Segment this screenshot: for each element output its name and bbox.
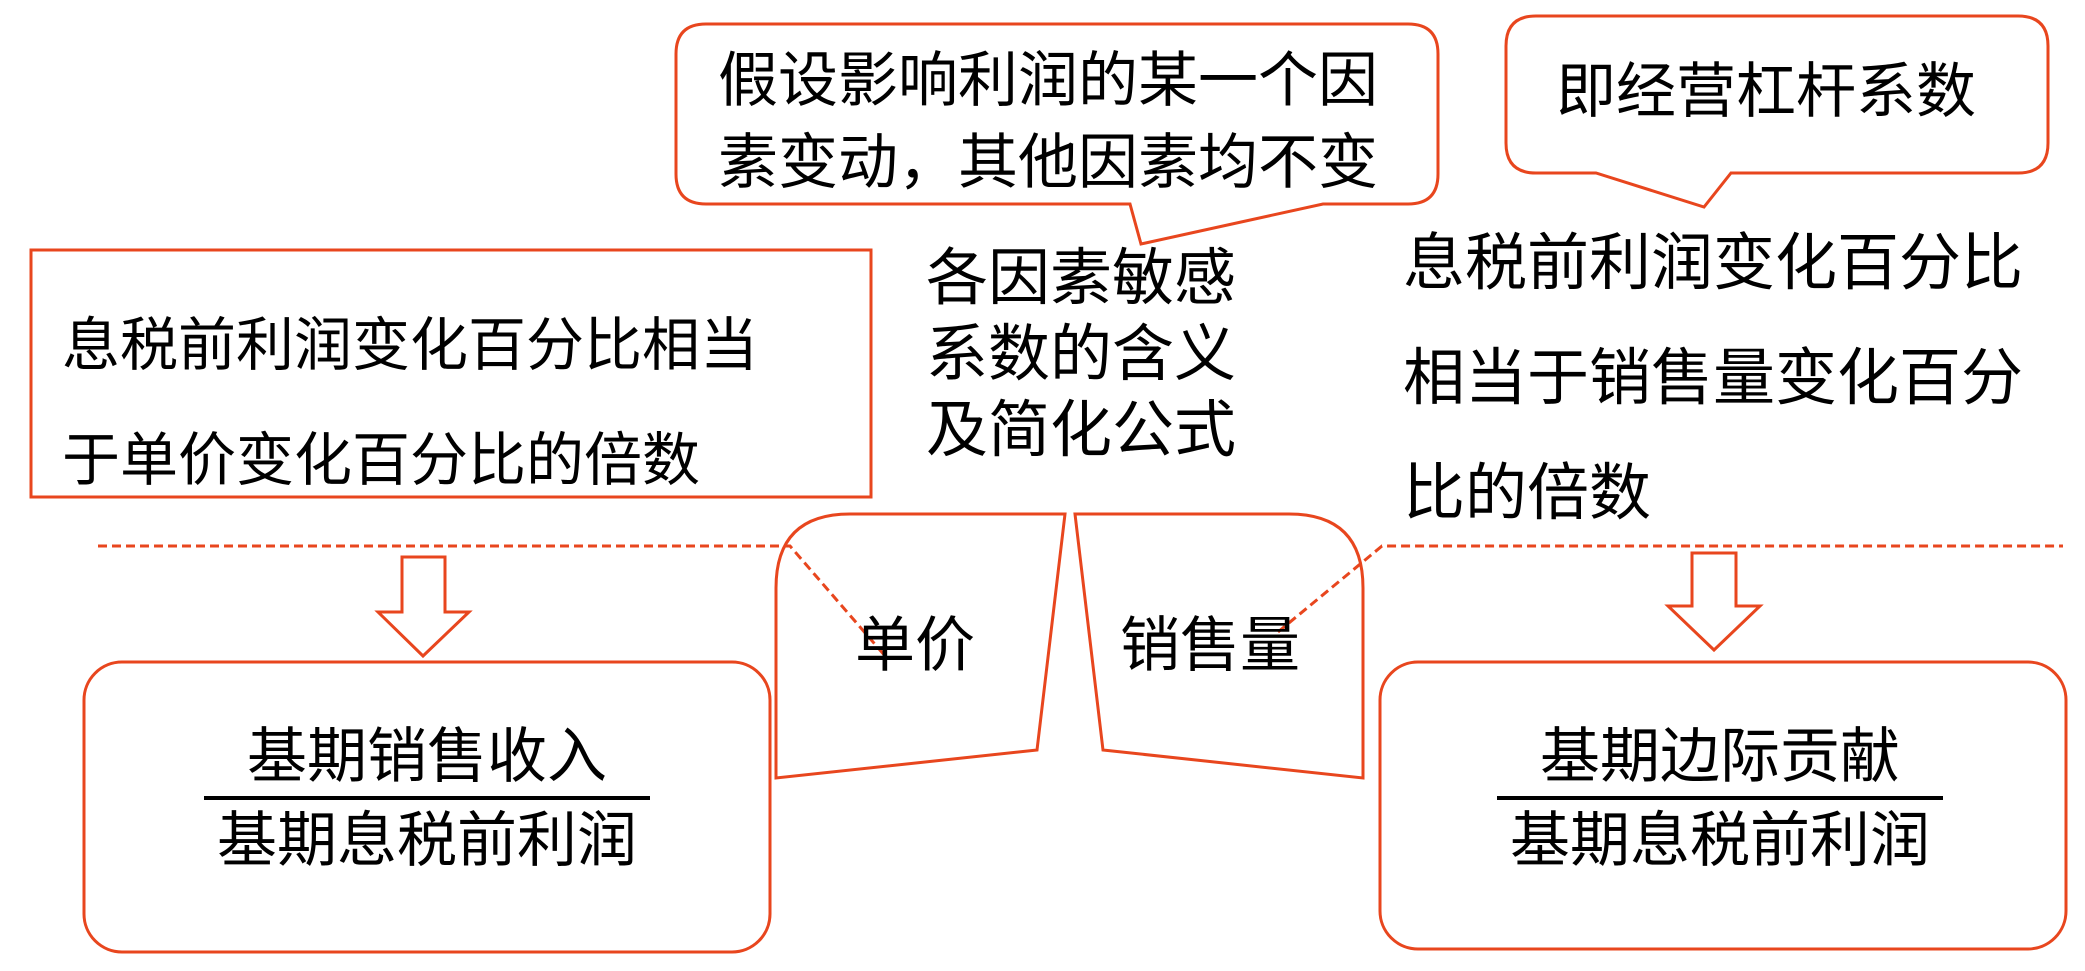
fraction-bar xyxy=(1497,796,1943,800)
left-definition-line-1: 息税前利润变化百分比相当 xyxy=(62,311,759,379)
sales-volume-sensitivity-formula: 基期边际贡献 基期息税前利润 xyxy=(1497,722,1943,876)
sales-volume-shape xyxy=(1073,512,1365,780)
fraction-bar xyxy=(204,796,650,800)
diagram-title: 各因素敏感 系数的含义 及简化公式 xyxy=(926,240,1236,468)
right-dashed-connector xyxy=(1277,544,2063,634)
title-line-1: 各因素敏感 xyxy=(926,241,1237,314)
sales-volume-definition: 息税前利润变化百分比 相当于销售量变化百分 比的倍数 xyxy=(1403,205,2023,550)
formula-denominator: 基期息税前利润 xyxy=(217,806,637,876)
unit-price-shape xyxy=(774,512,1067,780)
assumption-line-2: 素变动，其他因素均不变 xyxy=(718,128,1378,198)
assumption-callout-text: 假设影响利润的某一个因 素变动，其他因素均不变 xyxy=(718,40,1378,204)
sales-volume-formula-box xyxy=(1378,660,2068,951)
right-definition-line-2: 相当于销售量变化百分 xyxy=(1403,341,2024,414)
left-definition-box xyxy=(29,248,873,499)
formula-numerator: 基期销售收入 xyxy=(247,722,607,792)
arrow-down-icon xyxy=(1664,551,1764,653)
unit-price-formula-box xyxy=(82,660,772,954)
title-line-2: 系数的含义 xyxy=(926,317,1237,390)
formula-denominator: 基期息税前利润 xyxy=(1510,806,1930,876)
sales-volume-label: 销售量 xyxy=(1120,611,1300,681)
right-definition-line-1: 息税前利润变化百分比 xyxy=(1403,226,2024,299)
arrow-down-icon xyxy=(374,555,473,659)
title-line-3: 及简化公式 xyxy=(926,393,1237,466)
unit-price-definition: 息税前利润变化百分比相当 于单价变化百分比的倍数 xyxy=(62,288,758,518)
leverage-callout-text: 即经营杠杆系数 xyxy=(1556,57,1976,127)
unit-price-sensitivity-formula: 基期销售收入 基期息税前利润 xyxy=(204,722,650,876)
leverage-callout-bubble xyxy=(1504,14,2050,209)
left-definition-line-2: 于单价变化百分比的倍数 xyxy=(62,426,701,494)
left-dashed-connector xyxy=(98,544,888,658)
assumption-callout-bubble xyxy=(674,22,1440,246)
unit-price-label: 单价 xyxy=(855,611,975,681)
formula-numerator: 基期边际贡献 xyxy=(1540,722,1900,792)
right-definition-line-3: 比的倍数 xyxy=(1403,456,1652,529)
assumption-line-1: 假设影响利润的某一个因 xyxy=(718,46,1378,116)
